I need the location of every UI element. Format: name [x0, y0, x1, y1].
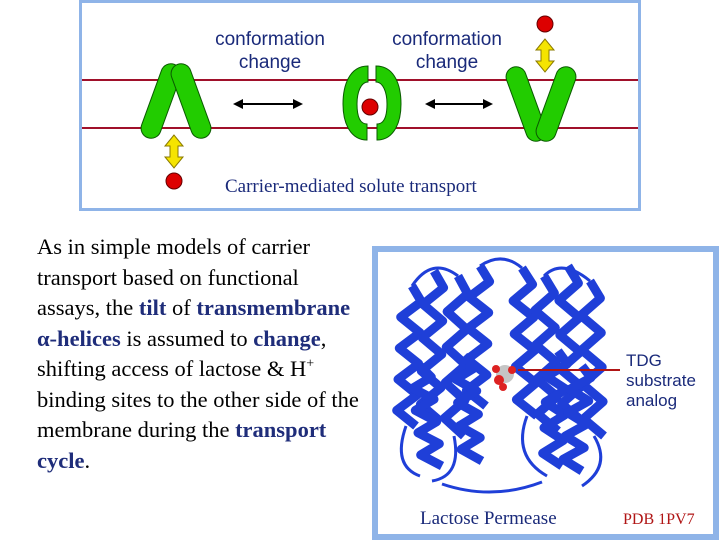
loop-segment	[441, 480, 543, 494]
alpha-helix	[392, 283, 426, 430]
loop-segment	[581, 435, 603, 488]
text-segment: is assumed to	[120, 325, 254, 351]
alpha-helix	[439, 273, 473, 440]
double-arrow-right	[425, 99, 493, 109]
text-segment: , shifting access of lactose & H	[37, 325, 327, 382]
superscript-plus: +	[306, 356, 315, 372]
loop-segment	[479, 257, 523, 270]
keyword-change: change	[253, 325, 321, 351]
loop-segment	[410, 266, 459, 287]
body-paragraph: As in simple models of carrier transport…	[37, 232, 367, 476]
loop-segment	[399, 425, 421, 478]
double-arrow-left	[233, 99, 303, 109]
keyword-transmembrane-helices: transmembrane α-helices	[37, 295, 351, 351]
label-left-line1: conformation	[215, 29, 325, 50]
label-right-line2: change	[416, 52, 478, 73]
carrier-occluded	[342, 65, 402, 141]
carrier-half-right	[375, 65, 402, 141]
alpha-helix	[408, 362, 445, 470]
tdg-label-line3: analog	[626, 391, 677, 410]
carrier-helix-right	[535, 66, 577, 142]
label-right-line1: conformation	[392, 29, 502, 50]
text-segment: As in simple models of carrier transport…	[37, 234, 311, 320]
loop-segment	[521, 415, 548, 478]
alpha-helix	[461, 263, 495, 410]
transport-diagram: conformation change conformation change …	[79, 0, 641, 211]
carrier-helix-right	[170, 63, 212, 139]
keyword-transport-cycle: transport cycle	[37, 417, 327, 473]
carrier-helix-left	[505, 66, 547, 142]
carrier-open-outside	[140, 63, 212, 139]
yellow-updown-arrow-right	[534, 38, 556, 73]
text-segment: of	[166, 295, 197, 320]
substrate-outside	[536, 15, 554, 33]
alpha-helix	[558, 363, 596, 475]
substrate-inside	[165, 172, 183, 190]
alpha-helix	[451, 352, 485, 465]
label-left-line2: change	[239, 52, 301, 73]
pdb-id: PDB 1PV7	[623, 511, 695, 528]
carrier-half-left	[342, 65, 369, 141]
keyword-tilt: tilt	[138, 295, 167, 320]
protein-title: Lactose Permease	[420, 508, 557, 529]
diagram-caption: Carrier-mediated solute transport	[225, 176, 478, 197]
protein-ribbon-structure	[392, 257, 608, 494]
text-segment: binding sites to the other side of the m…	[37, 386, 359, 443]
carrier-open-inside	[505, 66, 577, 142]
text-segment: .	[84, 447, 91, 473]
yellow-updown-arrow-left	[163, 134, 185, 169]
tdg-label-line1: TDG	[626, 351, 662, 370]
substrate-bound	[361, 98, 379, 116]
tdg-label-line2: substrate	[626, 371, 696, 390]
tdg-ligand	[492, 365, 516, 391]
carrier-helix-left	[140, 63, 182, 139]
loop-segment	[431, 435, 458, 483]
loop-segment	[542, 266, 591, 283]
alpha-helix	[576, 278, 608, 440]
lactose-permease-panel: TDG substrate analog Lactose Permease PD…	[372, 246, 719, 540]
alpha-helix	[508, 265, 541, 420]
